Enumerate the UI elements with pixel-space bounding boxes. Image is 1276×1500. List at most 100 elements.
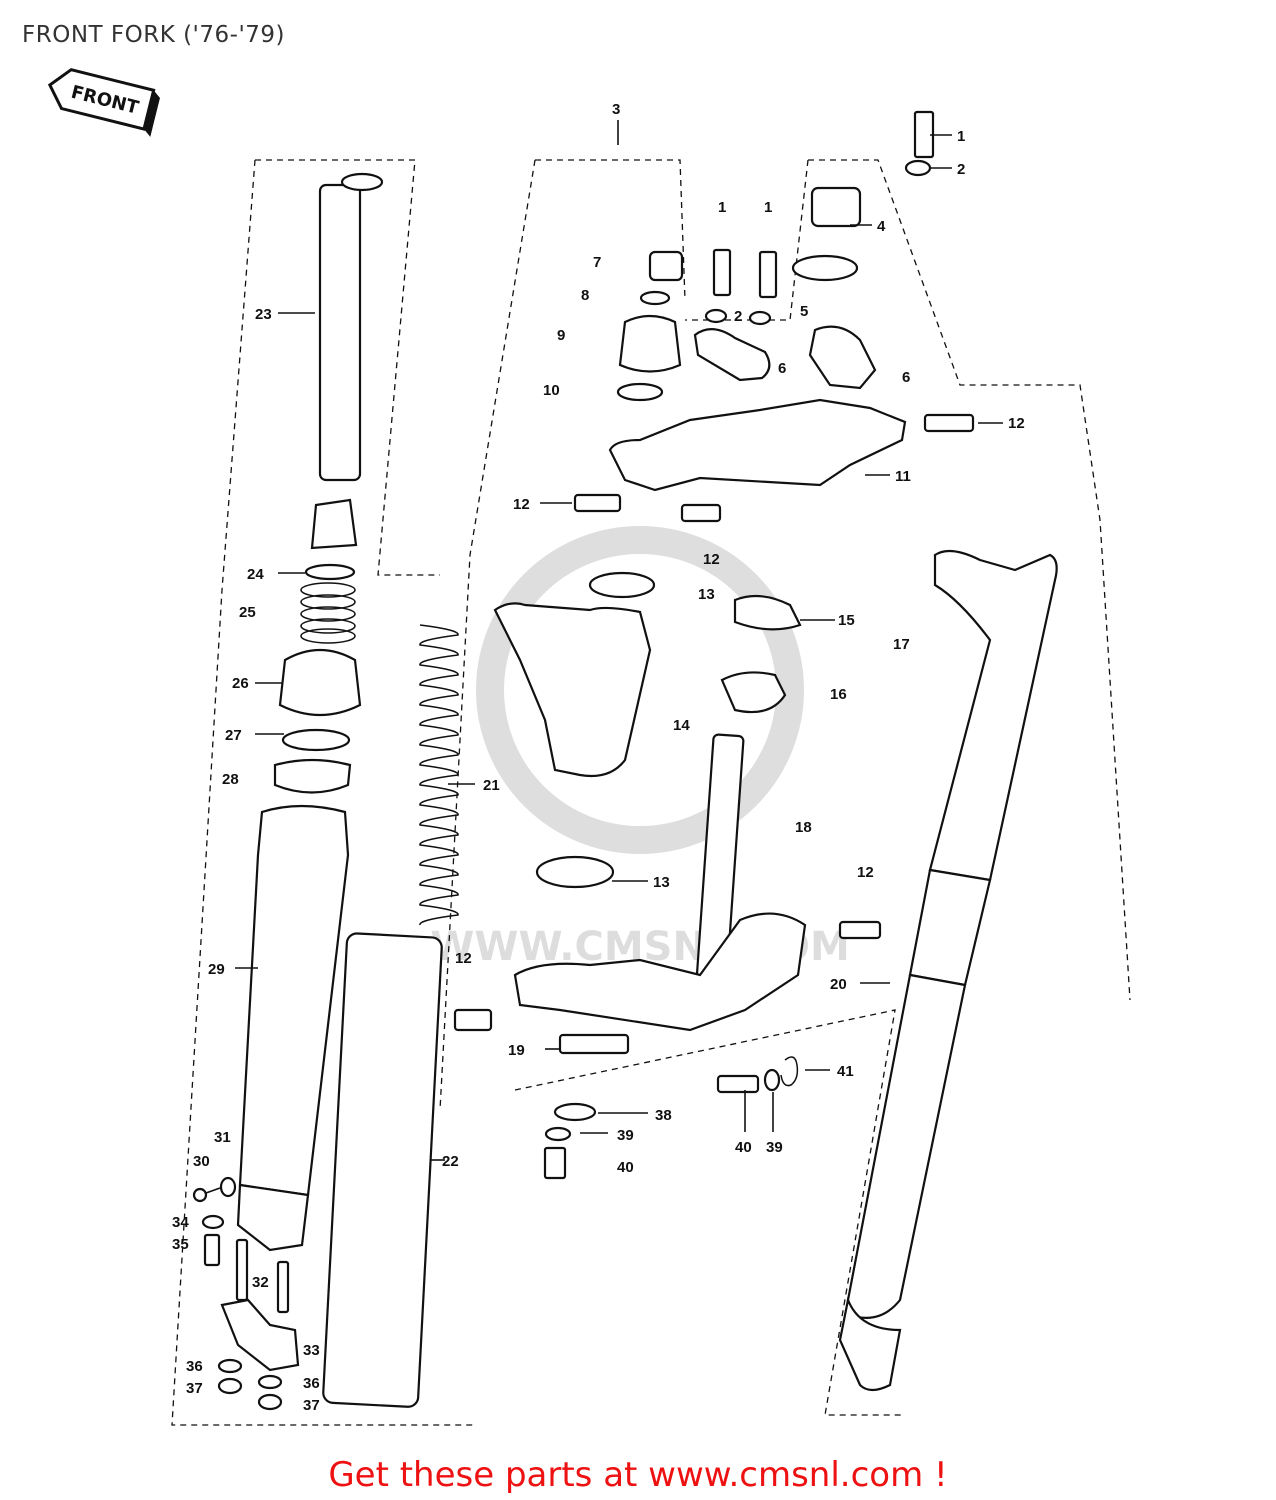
callout-29: 29 <box>208 961 225 978</box>
callout-40-a: 40 <box>617 1159 634 1176</box>
left-fork-assembly <box>192 172 384 1411</box>
callout-20: 20 <box>830 976 847 993</box>
part-38-clip <box>553 1102 597 1122</box>
callout-28: 28 <box>222 771 239 788</box>
right-fork-leg <box>838 549 1058 1392</box>
part-2-washer-b <box>748 310 772 326</box>
callout-14: 14 <box>673 717 690 734</box>
part-24-ring <box>304 563 356 581</box>
callout-7: 7 <box>593 254 601 271</box>
part-23-inner-tube <box>318 183 362 482</box>
callout-21: 21 <box>483 777 500 794</box>
part-12-bolt-mid <box>680 503 722 523</box>
callout-1-top: 1 <box>957 128 965 145</box>
part-10-washer <box>616 382 664 402</box>
part-8-o-ring <box>639 290 671 306</box>
part-29-outer-tube <box>238 804 350 1197</box>
part-13-ring-low <box>535 855 615 889</box>
part-4-stem-nut <box>810 186 862 228</box>
part-37-nut-b <box>257 1393 283 1411</box>
callout-37-b: 37 <box>303 1397 320 1414</box>
callout-22: 22 <box>442 1153 459 1170</box>
callout-26: 26 <box>232 675 249 692</box>
callout-31: 31 <box>214 1129 231 1146</box>
callout-3: 3 <box>612 101 620 118</box>
part-24-piston <box>310 498 358 550</box>
callout-13-top: 13 <box>698 586 715 603</box>
callout-5: 5 <box>800 303 808 320</box>
part-41-clip <box>780 1056 799 1087</box>
bracket-stem-group <box>453 571 882 1180</box>
callout-12-stem: 12 <box>857 864 874 881</box>
callout-13-low: 13 <box>653 874 670 891</box>
callout-12-lower: 12 <box>455 950 472 967</box>
callout-35: 35 <box>172 1236 189 1253</box>
part-20-lower-bracket <box>513 912 807 1032</box>
callout-38: 38 <box>655 1107 672 1124</box>
part-17-outer-leg <box>928 549 1058 882</box>
callout-37-a: 37 <box>186 1380 203 1397</box>
callout-15: 15 <box>838 612 855 629</box>
part-22-fork-tube <box>322 932 443 1408</box>
part-30-drain-screw <box>192 1187 221 1203</box>
part-11-upper-bracket <box>608 398 907 492</box>
part-12-bolt-right <box>923 413 975 433</box>
callout-18: 18 <box>795 819 812 836</box>
callout-8: 8 <box>581 287 589 304</box>
part-12-bolt-lower <box>453 1008 493 1032</box>
callout-36-b: 36 <box>303 1375 320 1392</box>
part-26-dust-seal <box>278 649 362 717</box>
part-35-bolt <box>203 1233 221 1267</box>
part-15-cover <box>733 594 802 631</box>
part-33-axle-clamp <box>220 1298 300 1372</box>
callout-2-top: 2 <box>957 161 965 178</box>
part-36-washer-a <box>217 1358 243 1374</box>
front-direction-badge: FRONT <box>47 68 160 137</box>
callout-4: 4 <box>877 218 886 235</box>
part-34-washer <box>201 1214 225 1230</box>
callout-17: 17 <box>893 636 910 653</box>
part-6-clamp-a <box>693 328 771 382</box>
callout-12-mid: 12 <box>703 551 720 568</box>
part-12-bolt-lower-r <box>838 920 882 940</box>
part-12-bolt-left <box>573 493 622 513</box>
part-13-ring-top <box>588 571 656 599</box>
part-1-bolt-b <box>758 250 778 299</box>
promo-link[interactable]: Get these parts at www.cmsnl.com ! <box>328 1455 948 1495</box>
callout-10: 10 <box>543 382 560 399</box>
callout-36-a: 36 <box>186 1358 203 1375</box>
part-19-bolt <box>558 1033 630 1055</box>
callout-25: 25 <box>239 604 256 621</box>
callout-30: 30 <box>193 1153 210 1170</box>
diagram-title: FRONT FORK ('76-'79) <box>22 22 286 48</box>
callout-12-left: 12 <box>513 496 530 513</box>
callout-1-b: 1 <box>764 199 772 216</box>
callout-39-a: 39 <box>617 1127 634 1144</box>
callout-24: 24 <box>247 566 264 583</box>
exploded-parts-diagram: WWW.CMSNL.COM FRONT <box>47 68 1131 1426</box>
callout-labels: 3 1 2 4 1 1 7 8 9 2 5 6 6 10 12 11 12 12… <box>172 101 1025 1414</box>
top-bracket-group <box>573 110 975 523</box>
callout-27: 27 <box>225 727 242 744</box>
callout-40-b: 40 <box>735 1139 752 1156</box>
part-32-stud-a <box>235 1238 249 1302</box>
callout-32: 32 <box>252 1274 269 1291</box>
part-16-grommet <box>720 671 787 714</box>
part-32-stud-b <box>276 1260 290 1314</box>
part-25-rebound-spring <box>300 582 356 644</box>
part-27-ring <box>281 728 351 752</box>
part-5-washer <box>791 254 859 282</box>
part-7-cap-bolt <box>648 250 684 282</box>
part-36-washer-b <box>257 1374 283 1390</box>
part-39-washer-b <box>763 1068 781 1092</box>
fork-spring-21 <box>419 624 459 926</box>
leader-lines <box>235 120 1003 1161</box>
callout-41: 41 <box>837 1063 854 1080</box>
part-2-washer-top <box>904 159 932 177</box>
part-40-bolt-b <box>716 1074 760 1094</box>
callout-34: 34 <box>172 1214 189 1231</box>
part-40-bolt-a <box>543 1146 567 1180</box>
callout-19: 19 <box>508 1042 525 1059</box>
callout-33: 33 <box>303 1342 320 1359</box>
part-31-gasket <box>219 1176 237 1198</box>
